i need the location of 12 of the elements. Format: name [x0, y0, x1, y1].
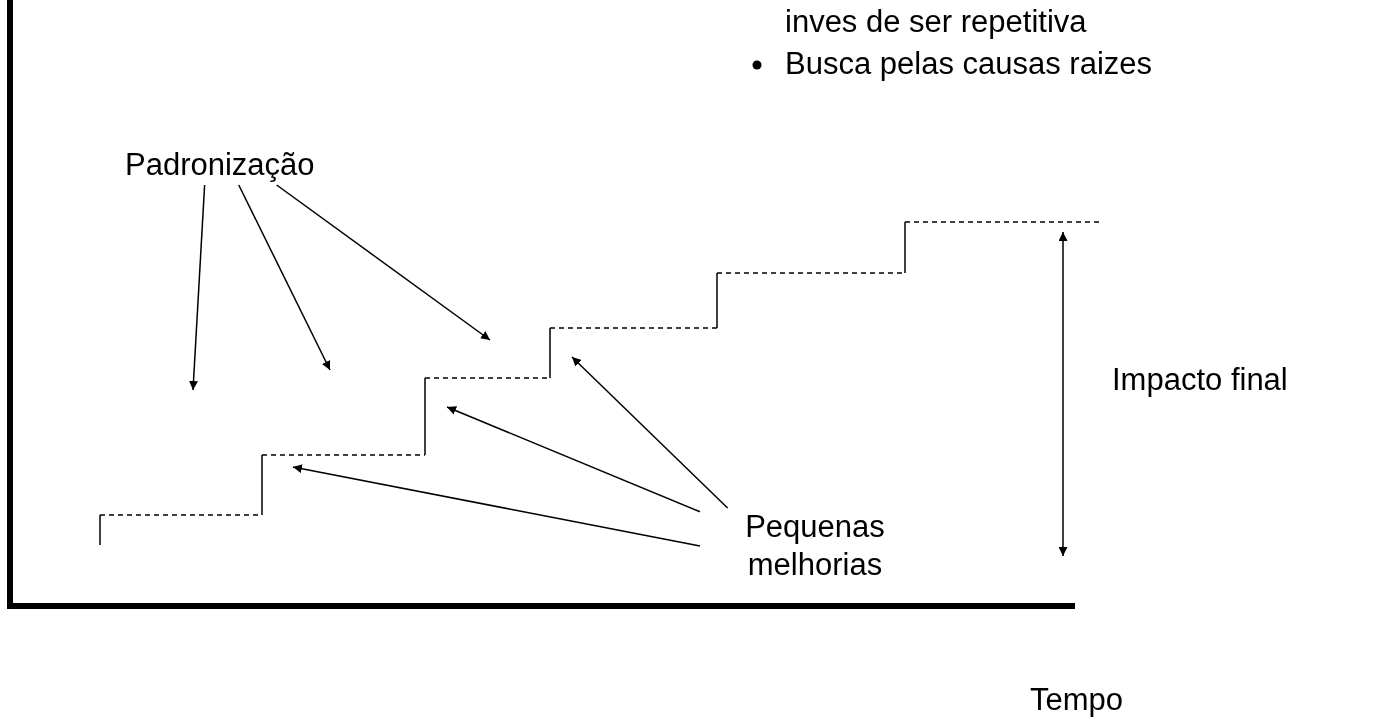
- leader-arrow: [571, 356, 729, 509]
- leader-arrow: [275, 184, 491, 341]
- leader-arrow: [189, 184, 206, 391]
- bullet-text: inves de ser repetitiva: [785, 3, 1087, 41]
- category-label: Pequenas melhorias: [700, 508, 930, 584]
- leader-arrow: [292, 464, 701, 547]
- axis-label: Impacto final: [1112, 361, 1288, 399]
- leader-arrow: [446, 406, 701, 513]
- category-label: Padronização: [125, 145, 315, 185]
- axis-label: Tempo: [1030, 681, 1124, 717]
- leader-arrow: [238, 184, 331, 371]
- bullet-text: Busca pelas causas raizes: [785, 45, 1153, 83]
